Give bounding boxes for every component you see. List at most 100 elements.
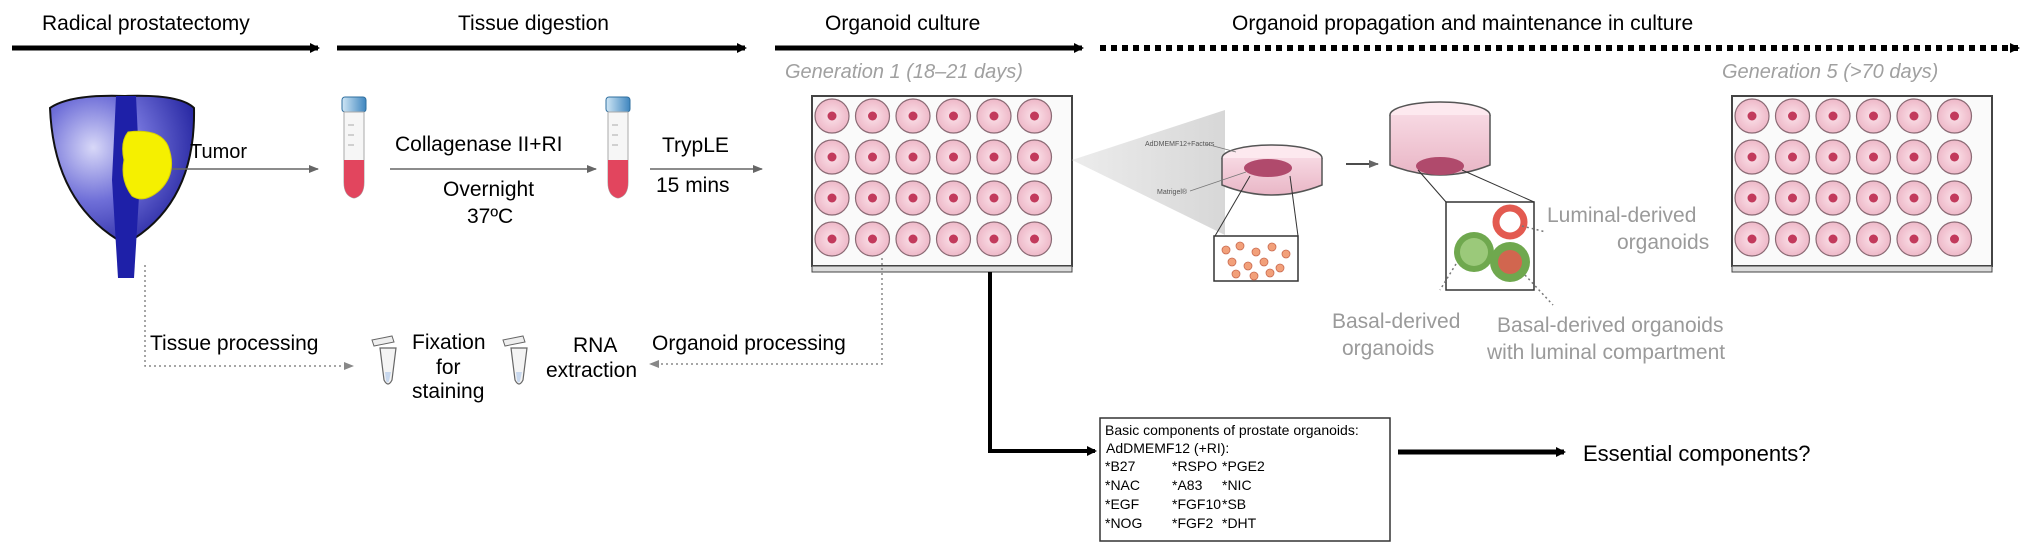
component-item: *RSPO (1172, 458, 1217, 474)
matrigel-label: Matrigel® (1157, 188, 1188, 196)
luminal-pointer (1521, 225, 1547, 233)
organoid-processing-line (649, 258, 883, 368)
organoid-dot (1950, 193, 1959, 203)
culture-dish-1: AdDMEMF12+Factors Matrigel® (1145, 141, 1323, 196)
eppendorf-tube-fixation (371, 335, 397, 385)
organoid-dot (868, 193, 877, 203)
stage-organoid-culture: Organoid culture (825, 12, 980, 35)
plate-generation-5 (1731, 95, 1993, 273)
basal-label-line-2: organoids (1342, 337, 1434, 360)
organoid-dot (989, 152, 999, 162)
zoom-box-organoids (1417, 169, 1535, 291)
organoid-dot (827, 152, 837, 162)
stage-tissue-digestion: Tissue digestion (458, 12, 609, 35)
overnight-label: Overnight (443, 178, 534, 201)
component-item: *NAC (1105, 477, 1140, 493)
generation-1-label: Generation 1 (18–21 days) (785, 61, 1023, 83)
basal-luminal-label-line-2: with luminal compartment (1486, 341, 1725, 364)
component-item: *DHT (1222, 515, 1257, 531)
organoid-dot (868, 234, 877, 244)
single-cell (1267, 242, 1277, 252)
luminal-label-line-1: Luminal-derived (1547, 204, 1696, 227)
single-cell (1259, 257, 1269, 267)
organoid-dot (908, 234, 918, 244)
component-item: *EGF (1105, 496, 1139, 512)
organoid-dot (868, 152, 877, 162)
components-items: *B27*RSPO*PGE2*NAC*A83*NIC*EGF*FGF10*SB*… (1105, 458, 1265, 531)
tissue-processing-line (144, 265, 354, 370)
single-cell (1227, 257, 1237, 267)
components-arrow (988, 272, 1097, 456)
rna-line-2: extraction (546, 359, 637, 382)
component-item: *A83 (1172, 477, 1203, 493)
organoid-dot (1030, 111, 1039, 121)
tube-1 (341, 96, 367, 199)
basal-label-line-1: Basal-derived (1332, 310, 1460, 333)
component-item: *B27 (1105, 458, 1136, 474)
organoid-dot (989, 193, 999, 203)
medium-label: AdDMEMF12+Factors (1145, 141, 1215, 148)
organoid-processing-label: Organoid processing (652, 332, 846, 355)
organoid-dot (949, 193, 958, 203)
components-medium: AdDMEMF12 (+RI): (1106, 440, 1229, 456)
single-cell (1221, 245, 1231, 255)
tube-2 (605, 96, 631, 199)
organoid-dot (908, 193, 918, 203)
plate-generation-1 (811, 95, 1073, 273)
components-title: Basic components of prostate organoids: (1105, 422, 1359, 438)
temperature-label: 37ºC (467, 205, 513, 228)
tissue-processing-label: Tissue processing (150, 332, 318, 355)
culture-dish-2 (1389, 101, 1491, 176)
single-cell (1275, 263, 1285, 273)
single-cell (1251, 247, 1261, 257)
organoid-dot (1909, 152, 1919, 162)
essential-components-label: Essential components? (1583, 441, 1810, 466)
basal-luminal-pointer (1524, 274, 1554, 306)
components-box (1099, 417, 1391, 542)
zoom-box-single-cells (1213, 175, 1299, 282)
fixation-line-2: for (436, 356, 461, 379)
rna-line-1: RNA (573, 334, 617, 357)
fixation-line-3: staining (412, 380, 484, 403)
eppendorf-tube-rna (502, 335, 528, 385)
single-cell (1231, 269, 1241, 279)
minutes-label: 15 mins (656, 174, 730, 197)
generation-5-label: Generation 5 (>70 days) (1722, 61, 1938, 83)
single-cell (1265, 268, 1275, 278)
organoid-dot (949, 152, 958, 162)
organoid-dot (1788, 111, 1797, 121)
single-cell (1235, 241, 1245, 251)
component-item: *NIC (1222, 477, 1252, 493)
organoid-dot (1950, 234, 1959, 244)
stage-radical-prostatectomy: Radical prostatectomy (42, 12, 250, 35)
luminal-label-line-2: organoids (1617, 231, 1709, 254)
organoid-dot (1828, 234, 1838, 244)
tryple-label: TrypLE (662, 134, 729, 157)
organoid-dot (1909, 234, 1919, 244)
organoid-dot (1869, 234, 1878, 244)
organoid-dot (949, 111, 958, 121)
organoid-dot (1747, 193, 1757, 203)
tumor-label: Tumor (190, 141, 247, 163)
component-item: *PGE2 (1222, 458, 1265, 474)
organoid-dot (908, 152, 918, 162)
organoid-dot (1030, 152, 1039, 162)
organoid-dot (1747, 111, 1757, 121)
organoid-dot (1788, 234, 1797, 244)
organoid-dot (949, 234, 958, 244)
organoid-dot (908, 111, 918, 121)
single-cell (1249, 271, 1259, 281)
organoid-dot (1747, 234, 1757, 244)
component-item: *FGF10 (1172, 496, 1221, 512)
component-item: *FGF2 (1172, 515, 1213, 531)
collagenase-label: Collagenase II+RI (395, 133, 563, 156)
organoid-dot (1747, 152, 1757, 162)
stage-propagation: Organoid propagation and maintenance in … (1232, 12, 1693, 35)
basal-pointer (1439, 263, 1457, 291)
organoid-dot (1869, 111, 1878, 121)
organoid-dot (827, 111, 837, 121)
organoid-dot (1828, 193, 1838, 203)
organoid-dot (1828, 111, 1838, 121)
organoid-dot (827, 193, 837, 203)
